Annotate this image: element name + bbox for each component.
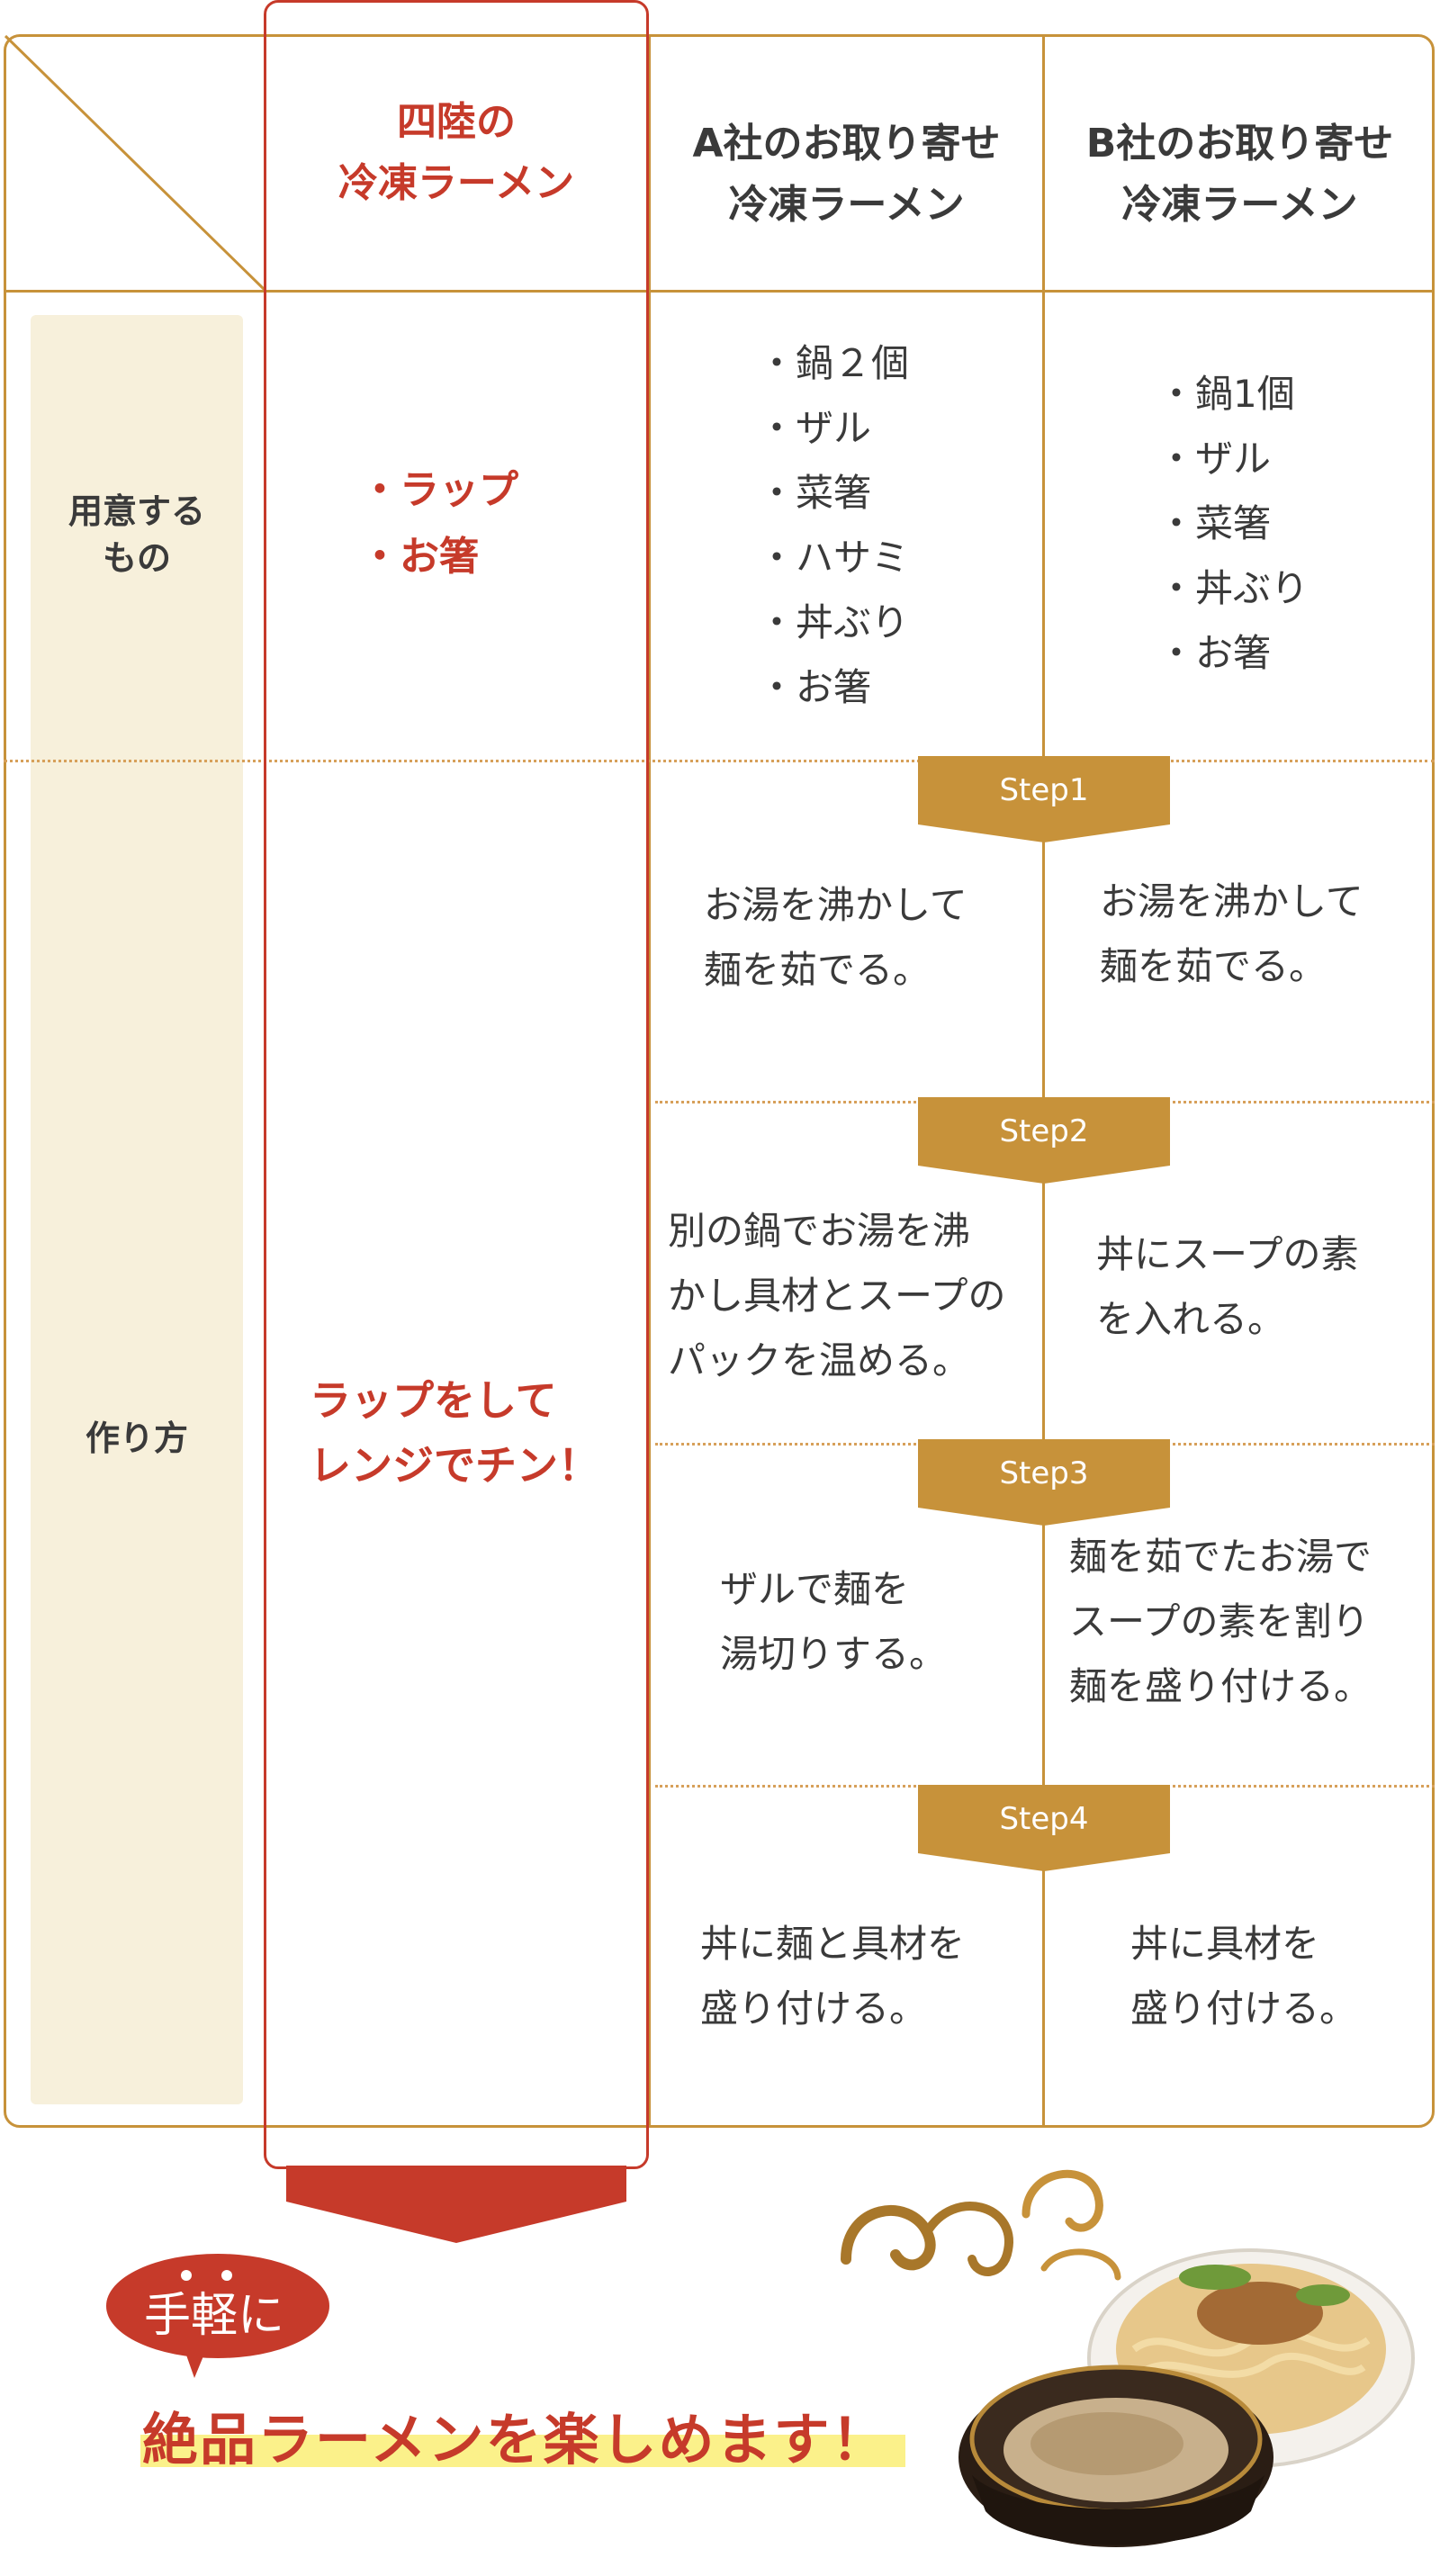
step2-b-line2: を入れる。 bbox=[1096, 1297, 1286, 1341]
step3-b-line2: スープの素を割り bbox=[1069, 1599, 1370, 1644]
step4-b-line1: 丼に具材を bbox=[1130, 1922, 1320, 1966]
row-label-prep-line2: もの bbox=[102, 538, 171, 578]
step-badge-3: Step3 bbox=[918, 1439, 1170, 1526]
step-badge-1: Step1 bbox=[918, 756, 1170, 842]
column-divider-a bbox=[648, 34, 651, 2128]
prep-b-list: ・鍋1個 ・ザル ・菜箸 ・丼ぶり ・お箸 bbox=[1157, 362, 1309, 686]
header-hl-line2: 冷凍ラーメン bbox=[338, 160, 575, 206]
step2-a-line1: 別の鍋でお湯を沸 bbox=[668, 1209, 971, 1253]
row-label-column bbox=[31, 315, 243, 2104]
step2-a-line2: かし具材とスープの bbox=[668, 1274, 1006, 1318]
list-item: ・お箸 bbox=[360, 534, 479, 580]
list-item: ・丼ぶり bbox=[758, 600, 910, 644]
step2-a: 別の鍋でお湯を沸 かし具材とスープの パックを温める。 bbox=[668, 1199, 1005, 1393]
list-item: ・ザル bbox=[758, 406, 872, 450]
step2-b: 丼にスープの素 を入れる。 bbox=[1096, 1222, 1358, 1352]
list-item: ・鍋２個 bbox=[758, 341, 910, 385]
header-b-line2: 冷凍ラーメン bbox=[1121, 182, 1358, 228]
slogan-highlight bbox=[140, 2435, 905, 2467]
list-item: ・お箸 bbox=[1157, 631, 1272, 675]
step-badge-2: Step2 bbox=[918, 1097, 1170, 1184]
header-hl-line1: 四陸の bbox=[397, 99, 516, 145]
step1-a-line1: お湯を沸かして bbox=[704, 883, 968, 927]
header-hl: 四陸の 冷凍ラーメン bbox=[266, 92, 646, 214]
step-label-2: Step2 bbox=[999, 1113, 1089, 1149]
list-item: ・お箸 bbox=[758, 665, 872, 709]
step4-b: 丼に具材を 盛り付ける。 bbox=[1130, 1912, 1357, 2041]
step4-a: 丼に麺と具材を 盛り付ける。 bbox=[700, 1912, 965, 2041]
comparison-table bbox=[4, 34, 1435, 2128]
header-a-line1: A社のお取り寄せ bbox=[692, 121, 1001, 167]
step1-b-line2: 麺を茹でる。 bbox=[1100, 944, 1328, 988]
step3-a: ザルで麺を 湯切りする。 bbox=[720, 1557, 947, 1687]
list-item: ・鍋1個 bbox=[1157, 372, 1295, 416]
header-a: A社のお取り寄せ 冷凍ラーメン bbox=[651, 113, 1042, 236]
step1-a: お湯を沸かして 麺を茹でる。 bbox=[704, 873, 968, 1003]
step-label-4: Step4 bbox=[999, 1801, 1089, 1837]
step-badge-4: Step4 bbox=[918, 1785, 1170, 1871]
prep-method-divider bbox=[4, 760, 1435, 762]
list-item: ・ザル bbox=[1157, 437, 1272, 481]
ramen-bowl-image bbox=[958, 2248, 1415, 2547]
method-hl-line2: レンジでチン！ bbox=[310, 1441, 599, 1490]
prep-a-list: ・鍋２個 ・ザル ・菜箸 ・ハサミ ・丼ぶり ・お箸 bbox=[758, 331, 909, 720]
method-hl-line1: ラップをして bbox=[310, 1376, 557, 1425]
prep-hl-list: ・ラップ ・お箸 bbox=[360, 457, 518, 590]
down-arrow-icon bbox=[286, 2166, 626, 2243]
column-divider-b bbox=[1042, 34, 1045, 2128]
step3-b-line1: 麺を茹でたお湯で bbox=[1069, 1535, 1372, 1579]
step4-b-line2: 盛り付ける。 bbox=[1130, 1986, 1358, 2031]
list-item: ・菜箸 bbox=[1157, 501, 1272, 545]
row-label-prep-line1: 用意する bbox=[68, 491, 205, 531]
corner-diagonal bbox=[4, 34, 266, 292]
step2-a-line3: パックを温める。 bbox=[668, 1338, 971, 1383]
speech-bubble bbox=[106, 2254, 329, 2378]
row-label-prep: 用意する もの bbox=[31, 488, 243, 581]
step3-a-line1: ザルで麺を bbox=[720, 1567, 910, 1611]
step1-b-line1: お湯を沸かして bbox=[1100, 879, 1364, 923]
step3-b: 麺を茹でたお湯で スープの素を割り 麺を盛り付ける。 bbox=[1069, 1525, 1372, 1719]
list-item: ・菜箸 bbox=[758, 471, 872, 515]
header-b-line1: B社のお取り寄せ bbox=[1085, 121, 1394, 167]
step2-b-line1: 丼にスープの素 bbox=[1096, 1232, 1359, 1276]
step4-a-line1: 丼に麺と具材を bbox=[700, 1922, 966, 1966]
step1-a-line2: 麺を茹でる。 bbox=[704, 948, 932, 992]
step-label-3: Step3 bbox=[999, 1455, 1089, 1491]
step4-a-line2: 盛り付ける。 bbox=[700, 1986, 928, 2031]
step3-b-line3: 麺を盛り付ける。 bbox=[1069, 1664, 1372, 1708]
row-label-method: 作り方 bbox=[85, 1419, 188, 1458]
method-hl-text: ラップをして レンジでチン！ bbox=[310, 1368, 599, 1498]
steam-swirl-icon bbox=[841, 2169, 1121, 2281]
step1-b: お湯を沸かして 麺を茹でる。 bbox=[1100, 869, 1364, 999]
header-divider bbox=[4, 290, 1435, 293]
step-label-1: Step1 bbox=[999, 772, 1089, 808]
slogan: 絶品ラーメンを楽しめます！ bbox=[142, 2407, 889, 2472]
highlight-column bbox=[264, 0, 649, 2169]
list-item: ・ハサミ bbox=[758, 536, 910, 580]
bubble-text: 手軽に bbox=[144, 2289, 285, 2343]
list-item: ・ラップ bbox=[360, 467, 518, 513]
step3-a-line2: 湯切りする。 bbox=[720, 1632, 948, 1676]
header-a-line2: 冷凍ラーメン bbox=[728, 182, 965, 228]
list-item: ・丼ぶり bbox=[1157, 566, 1310, 610]
header-b: B社のお取り寄せ 冷凍ラーメン bbox=[1045, 113, 1435, 236]
